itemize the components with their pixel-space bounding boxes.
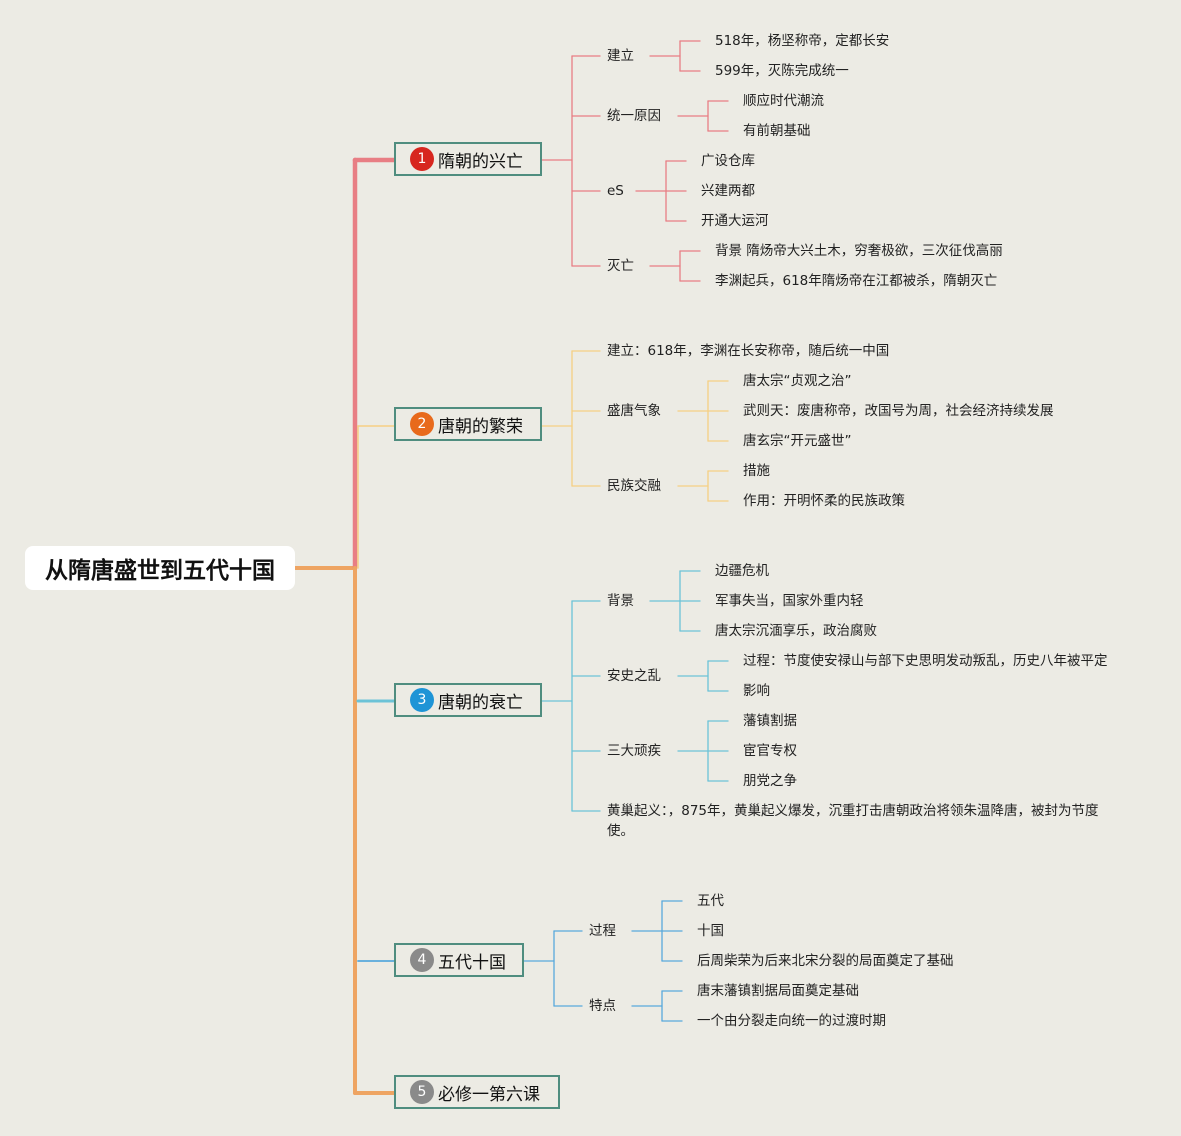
topic-label: 唐朝的衰亡 (438, 692, 523, 713)
leaf-node[interactable]: 十国 (697, 923, 724, 939)
topic-label: 必修一第六课 (438, 1084, 540, 1105)
subtopic-process[interactable]: 过程 (589, 923, 616, 939)
leaf-node[interactable]: 宦官专权 (743, 743, 797, 759)
leaf-node[interactable]: 一个由分裂走向统一的过渡时期 (697, 1013, 886, 1029)
subtopic-unify-reason[interactable]: 统一原因 (607, 108, 661, 124)
leaf-node[interactable]: 藩镇割据 (743, 713, 797, 729)
leaf-node[interactable]: 边疆危机 (715, 563, 769, 579)
leaf-node[interactable]: 有前朝基础 (743, 123, 811, 139)
subtopic-huangchao-uprising[interactable]: 黄巢起义：，875年，黄巢起义爆发，沉重打击唐朝政治将领朱温降唐，被封为节度使。 (607, 803, 1099, 839)
subtopic-tang-establish[interactable]: 建立：618年，李渊在长安称帝，随后统一中国 (607, 343, 890, 359)
leaf-node[interactable]: 军事失当，国家外重内轻 (715, 593, 864, 609)
leaf-node[interactable]: 措施 (743, 463, 770, 479)
number-badge: 5 (410, 1080, 434, 1104)
subtopic-es[interactable]: eS (607, 183, 624, 199)
leaf-node[interactable]: 后周柴荣为后来北宋分裂的局面奠定了基础 (697, 953, 954, 969)
leaf-node[interactable]: 影响 (743, 683, 770, 699)
subtopic-background[interactable]: 背景 (607, 593, 634, 609)
leaf-node[interactable]: 开通大运河 (701, 213, 769, 229)
subtopic-golden-age[interactable]: 盛唐气象 (607, 403, 661, 419)
topic-course-six[interactable]: 5 必修一第六课 (394, 1075, 560, 1109)
leaf-node[interactable]: 李渊起兵，618年隋炀帝在江都被杀，隋朝灭亡 (715, 273, 998, 289)
topic-label: 五代十国 (438, 952, 506, 973)
topic-sui-rise-fall[interactable]: 1 隋朝的兴亡 (394, 142, 542, 176)
number-badge: 1 (410, 147, 434, 171)
subtopic-establish[interactable]: 建立 (607, 48, 634, 64)
topic-tang-prosperity[interactable]: 2 唐朝的繁荣 (394, 407, 542, 441)
leaf-node[interactable]: 唐玄宗“开元盛世” (743, 433, 852, 449)
leaf-node[interactable]: 518年，杨坚称帝，定都长安 (715, 33, 890, 49)
subtopic-features[interactable]: 特点 (589, 998, 616, 1014)
leaf-node[interactable]: 唐太宗“贞观之治” (743, 373, 852, 389)
topic-label: 唐朝的繁荣 (438, 416, 523, 437)
leaf-node[interactable]: 武则天：废唐称帝，改国号为周，社会经济持续发展 (743, 403, 1054, 419)
leaf-node[interactable]: 唐太宗沉湎享乐，政治腐败 (715, 623, 877, 639)
leaf-node[interactable]: 599年，灭陈完成统一 (715, 63, 849, 79)
number-badge: 2 (410, 412, 434, 436)
central-topic[interactable]: 从隋唐盛世到五代十国 (25, 546, 295, 590)
number-badge: 3 (410, 688, 434, 712)
leaf-node[interactable]: 广设仓库 (701, 153, 755, 169)
leaf-node[interactable]: 五代 (697, 893, 724, 909)
leaf-node[interactable]: 顺应时代潮流 (743, 93, 824, 109)
leaf-node[interactable]: 唐末藩镇割据局面奠定基础 (697, 983, 859, 999)
leaf-node[interactable]: 作用：开明怀柔的民族政策 (743, 493, 905, 509)
subtopic-ethnic-fusion[interactable]: 民族交融 (607, 478, 661, 494)
subtopic-anshi-rebellion[interactable]: 安史之乱 (607, 668, 661, 684)
subtopic-three-ills[interactable]: 三大顽疾 (607, 743, 661, 759)
topic-tang-decline[interactable]: 3 唐朝的衰亡 (394, 683, 542, 717)
subtopic-fall[interactable]: 灭亡 (607, 258, 634, 274)
leaf-node[interactable]: 过程：节度使安禄山与部下史思明发动叛乱，历史八年被平定 (743, 653, 1108, 669)
leaf-node[interactable]: 背景 隋炀帝大兴土木，穷奢极欲，三次征伐高丽 (715, 243, 1003, 259)
number-badge: 4 (410, 948, 434, 972)
leaf-node[interactable]: 兴建两都 (701, 183, 755, 199)
leaf-node[interactable]: 朋党之争 (743, 773, 797, 789)
topic-five-dynasties[interactable]: 4 五代十国 (394, 943, 524, 977)
topic-label: 隋朝的兴亡 (438, 151, 523, 172)
